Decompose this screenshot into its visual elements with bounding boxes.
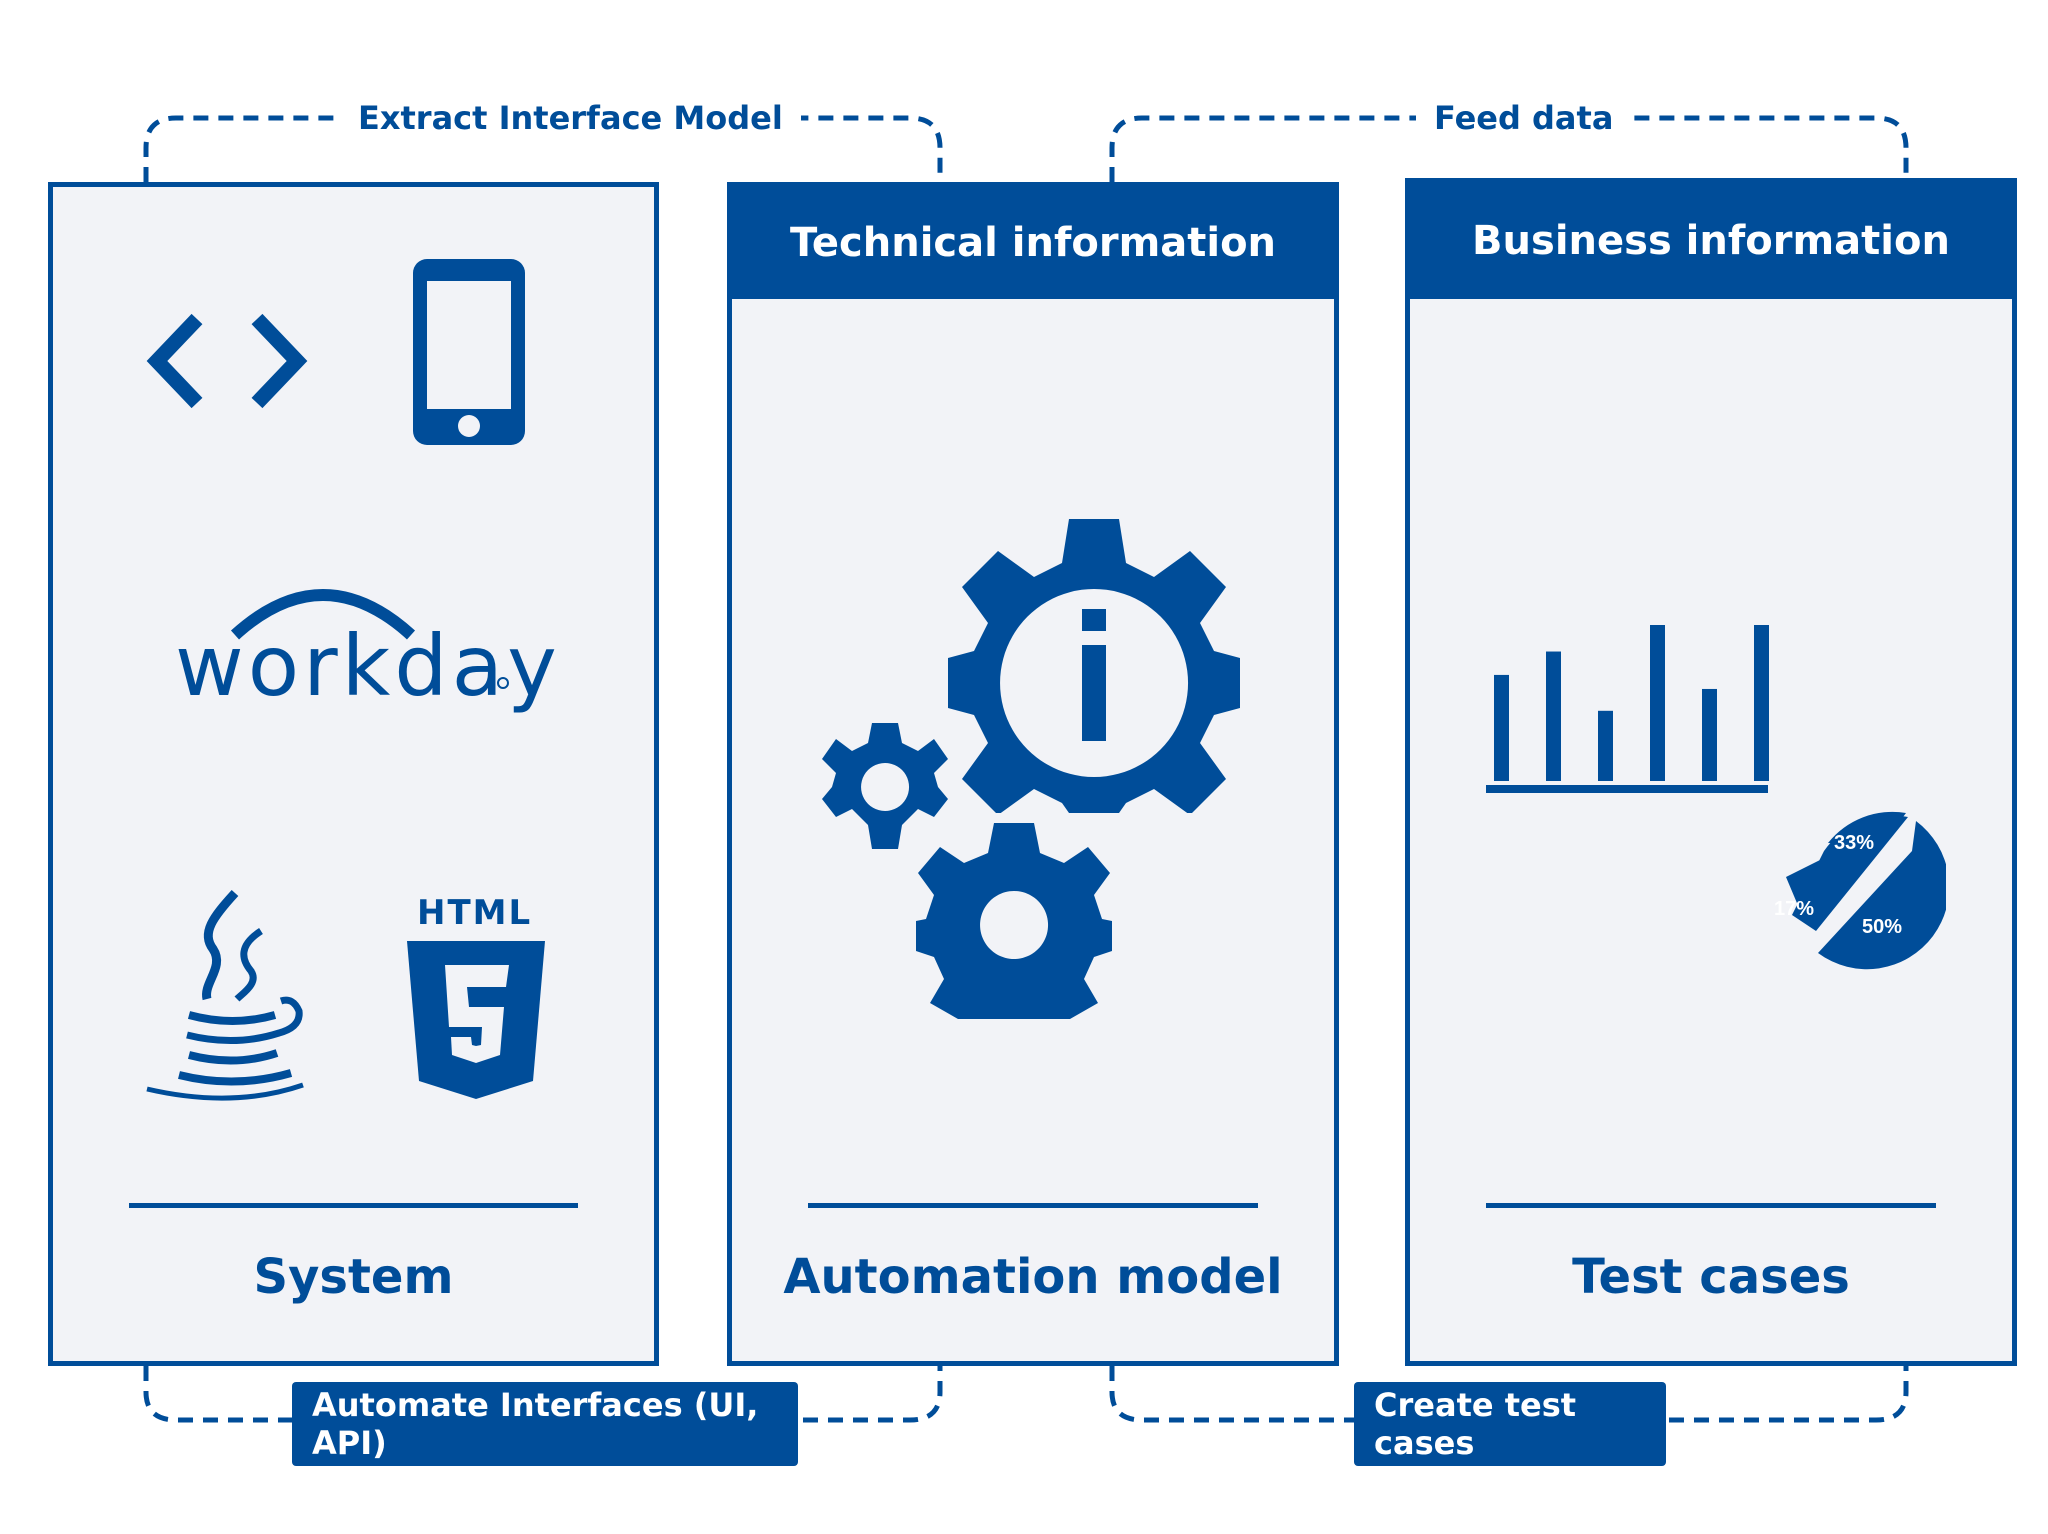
workday-logo-text: workday (175, 617, 561, 715)
bar-chart-icon (1486, 625, 1769, 793)
tests-footer: Test cases (1572, 1249, 1850, 1305)
test-cases-panel: Business information 33% 17% 50% Test ca… (1405, 178, 2017, 1366)
html5-logo (407, 941, 545, 1099)
bar-2 (1546, 651, 1561, 781)
pie-label-50: 50% (1862, 916, 1902, 938)
small-gear-icon (822, 723, 948, 849)
bar-chart-baseline (1486, 785, 1768, 793)
pie-chart-icon: 33% 17% 50% (1774, 811, 1946, 970)
technical-information-header: Technical information (732, 187, 1334, 299)
html5-logo-text: HTML (417, 893, 533, 933)
system-panel: workday HTML System (48, 182, 659, 1366)
automation-footer: Automation model (783, 1249, 1283, 1305)
smartphone-icon (413, 259, 525, 445)
workday-logo (230, 589, 509, 689)
system-divider (129, 1203, 578, 1208)
pie-label-17: 17% (1774, 898, 1814, 920)
bar-3 (1598, 710, 1613, 781)
business-information-header: Business information (1410, 183, 2012, 299)
java-logo (146, 889, 304, 1101)
automate-interfaces-button[interactable]: Automate Interfaces (UI, API) (292, 1382, 798, 1466)
bar-6 (1754, 625, 1769, 781)
extract-interface-model-label: Extract Interface Model (340, 98, 801, 138)
create-test-cases-button[interactable]: Create test cases (1354, 1382, 1666, 1466)
automation-divider (808, 1203, 1258, 1208)
tests-divider (1486, 1203, 1936, 1208)
automation-panel: Technical information Automation model (727, 182, 1339, 1366)
pie-label-33: 33% (1834, 832, 1874, 854)
feed-data-label: Feed data (1416, 98, 1632, 138)
bar-1 (1494, 674, 1509, 781)
medium-gear-icon (916, 823, 1112, 1019)
system-footer: System (253, 1249, 454, 1305)
info-gear-icon (948, 519, 1240, 813)
code-brackets-icon (146, 313, 308, 409)
bar-4 (1650, 625, 1665, 781)
bar-5 (1702, 688, 1717, 781)
